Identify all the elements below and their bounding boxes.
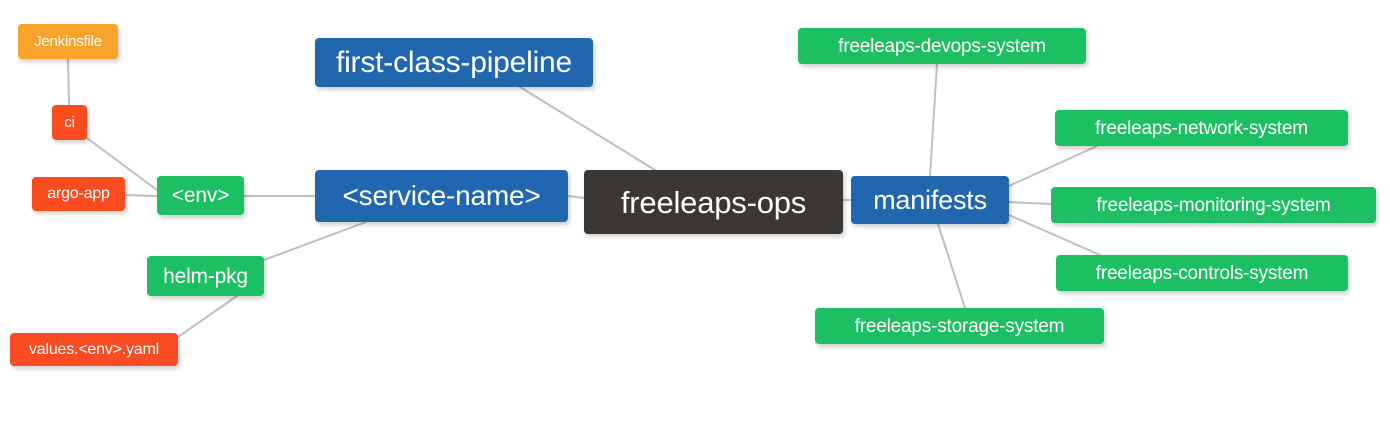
node-values-yaml[interactable]: values.<env>.yaml — [10, 333, 178, 366]
node-jenkinsfile[interactable]: Jenkinsfile — [18, 24, 118, 59]
node-first-class[interactable]: first-class-pipeline — [315, 38, 593, 87]
edge-jenkinsfile-to-ci — [67, 58, 70, 106]
node-monitoring[interactable]: freeleaps-monitoring-system — [1051, 187, 1376, 223]
node-service-name[interactable]: <service-name> — [315, 170, 568, 222]
edge-argo-app-to-env — [124, 194, 158, 197]
edge-manifests-to-monitoring — [1008, 201, 1052, 205]
node-root[interactable]: freeleaps-ops — [584, 170, 843, 234]
edge-manifests-to-network — [1008, 145, 1098, 187]
node-manifests[interactable]: manifests — [851, 176, 1009, 224]
edge-values-yaml-to-helm-pkg — [177, 295, 238, 338]
node-controls[interactable]: freeleaps-controls-system — [1056, 255, 1348, 291]
node-ci[interactable]: ci — [52, 105, 87, 140]
node-network[interactable]: freeleaps-network-system — [1055, 110, 1348, 146]
node-devops[interactable]: freeleaps-devops-system — [798, 28, 1086, 64]
edge-manifests-to-storage — [937, 223, 966, 309]
edge-manifests-to-devops — [929, 63, 938, 177]
node-argo-app[interactable]: argo-app — [32, 177, 125, 211]
node-helm-pkg[interactable]: helm-pkg — [147, 256, 264, 296]
edge-helm-pkg-to-service-name — [263, 221, 367, 261]
node-env[interactable]: <env> — [157, 176, 244, 215]
edge-service-name-to-root — [567, 195, 585, 199]
edge-first-class-to-root — [519, 86, 656, 171]
node-storage[interactable]: freeleaps-storage-system — [815, 308, 1104, 344]
